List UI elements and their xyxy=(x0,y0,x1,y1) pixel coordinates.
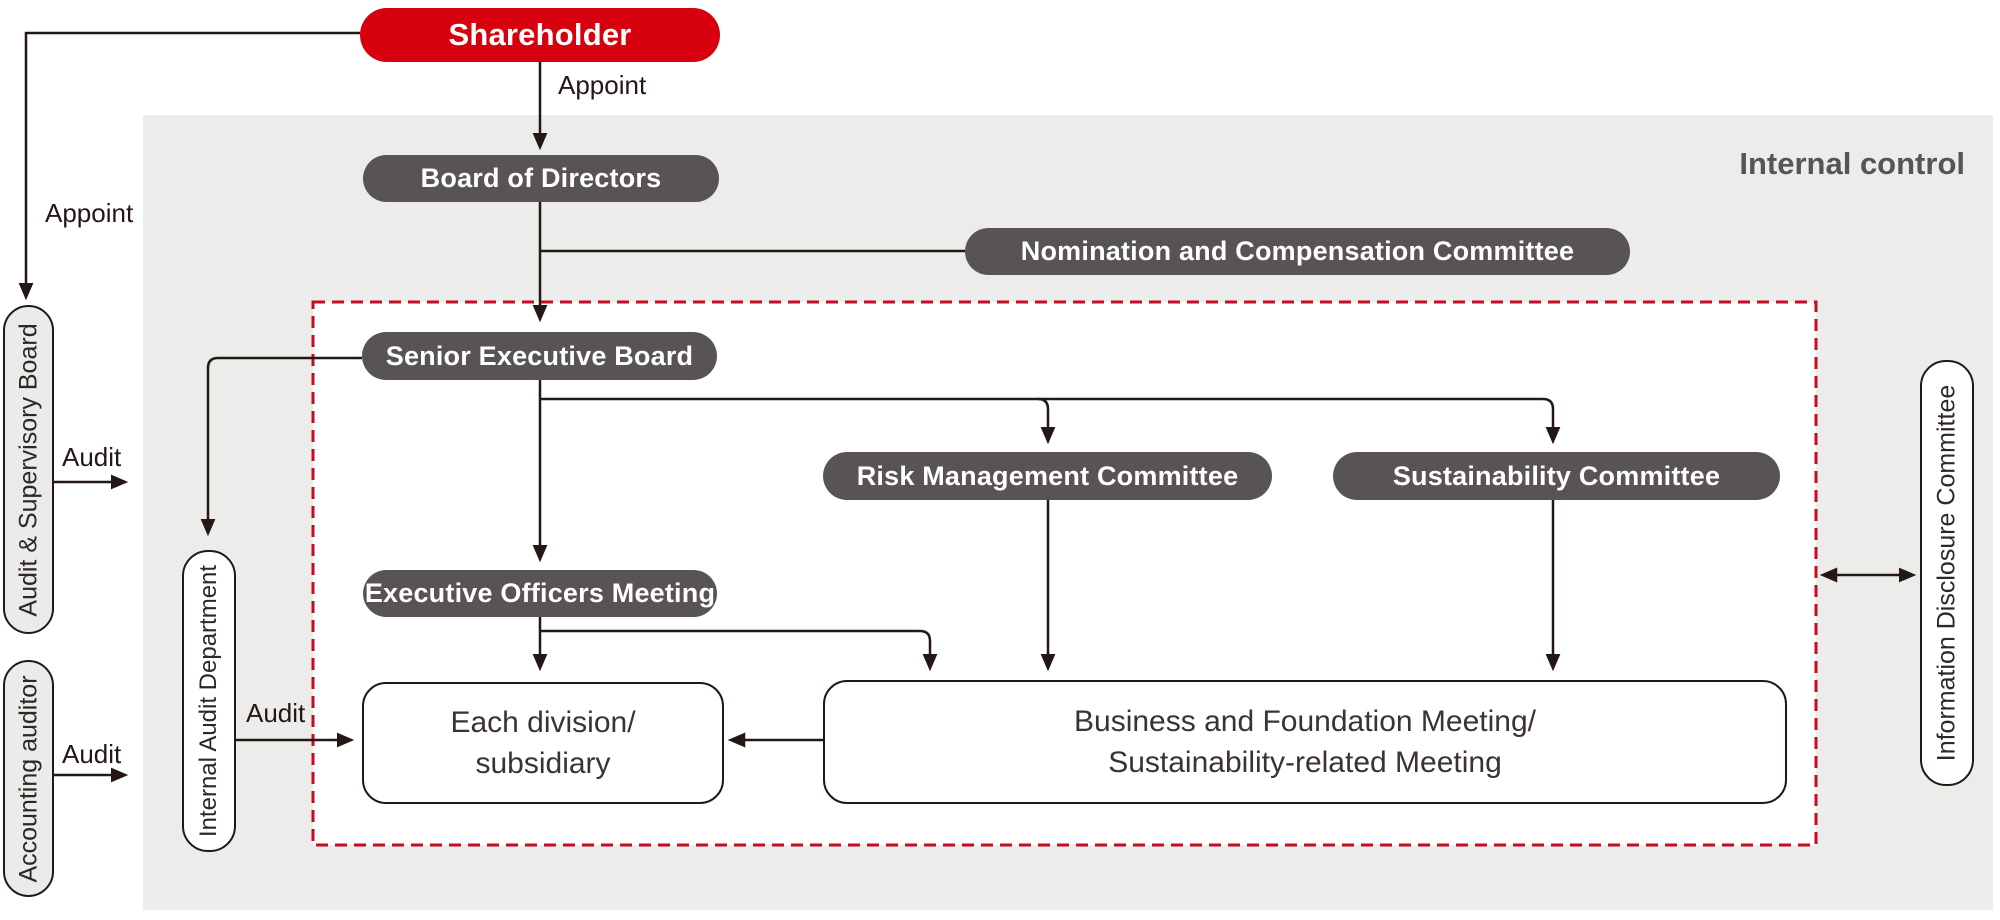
edge-senior-to-internal-audit xyxy=(200,356,362,537)
label-audit-accounting: Audit xyxy=(62,739,122,769)
label-appoint-board: Appoint xyxy=(558,70,647,100)
node-risk-management-committee: Risk Management Committee xyxy=(823,452,1272,500)
node-internal-audit-department: Internal Audit Department xyxy=(182,550,236,852)
node-accounting-auditor: Accounting auditor xyxy=(3,660,54,897)
internal-audit-department-label: Internal Audit Department xyxy=(195,564,222,838)
business-meeting-line1: Business and Foundation Meeting/ xyxy=(1074,705,1536,738)
node-sustainability-committee: Sustainability Committee xyxy=(1333,452,1780,500)
accounting-auditor-label: Accounting auditor xyxy=(14,674,42,883)
node-nomination-compensation-committee: Nomination and Compensation Committee xyxy=(965,228,1630,275)
node-senior-executive-board: Senior Executive Board xyxy=(362,332,717,380)
node-audit-supervisory-board: Audit & Supervisory Board xyxy=(3,305,54,634)
internal-control-dashed-border xyxy=(311,300,1818,847)
label-audit-supervisory: Audit xyxy=(62,442,122,472)
information-disclosure-committee-label: Information Disclosure Committee xyxy=(1932,384,1961,762)
node-information-disclosure-committee: Information Disclosure Committee xyxy=(1920,360,1974,786)
node-board-of-directors: Board of Directors xyxy=(363,155,719,202)
node-executive-officers-meeting: Executive Officers Meeting xyxy=(363,570,717,617)
label-appoint-audit-supervisory: Appoint xyxy=(45,198,134,228)
node-business-foundation-meeting: Business and Foundation Meeting/ Sustain… xyxy=(823,680,1787,804)
business-meeting-line2: Sustainability-related Meeting xyxy=(1108,746,1502,779)
node-each-division-subsidiary: Each division/ subsidiary xyxy=(362,682,724,804)
internal-control-label: Internal control xyxy=(1739,146,1965,181)
edge-shareholder-to-audit-supervisory xyxy=(18,31,360,301)
label-audit-internal: Audit xyxy=(246,698,306,728)
edge-senior-to-risk xyxy=(1037,397,1056,445)
audit-supervisory-board-label: Audit & Supervisory Board xyxy=(14,322,42,617)
division-line1: Each division/ xyxy=(450,706,636,739)
division-line2: subsidiary xyxy=(475,747,611,780)
edge-executive-to-business-meeting xyxy=(540,629,938,672)
node-shareholder: Shareholder xyxy=(360,8,720,62)
edge-senior-to-sustainability xyxy=(540,397,1561,445)
